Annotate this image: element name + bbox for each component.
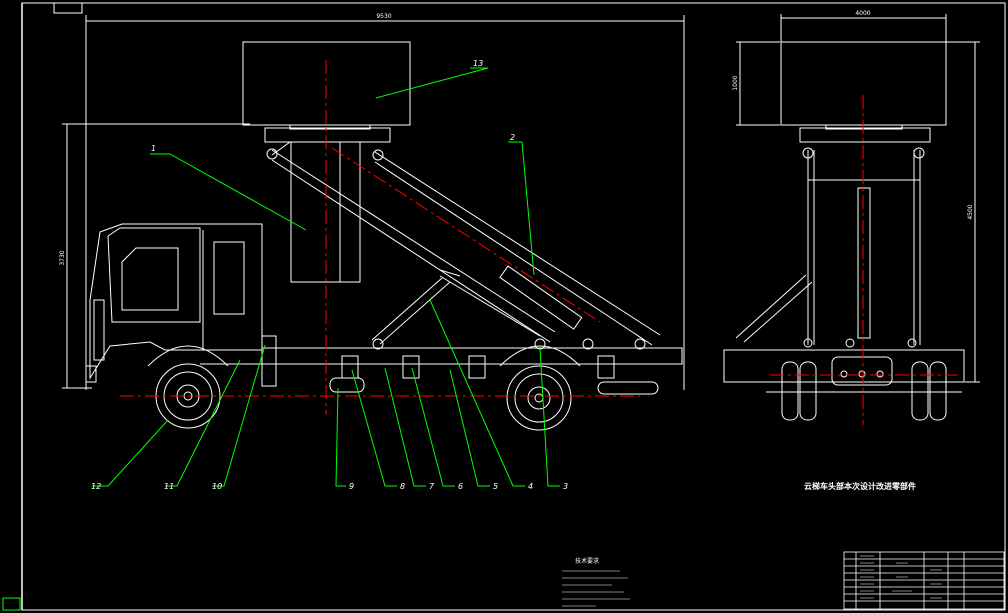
callout-label-5: 5 bbox=[493, 482, 498, 491]
end-centerlines bbox=[770, 95, 958, 425]
end-center-cylinder bbox=[857, 187, 871, 339]
lift-cylinder-1 bbox=[371, 277, 443, 341]
callout-labels: 1 2 3 4 5 6 7 8 9 10 11 12 13 bbox=[91, 59, 568, 491]
platform-mount bbox=[289, 124, 371, 130]
drawing-title: 云梯车头部本次设计改进零部件 bbox=[804, 481, 916, 491]
lift-cylinder-1-side bbox=[379, 281, 451, 345]
boom-arm-upper bbox=[271, 149, 556, 333]
outrigger-3 bbox=[468, 355, 486, 379]
leader-3 bbox=[539, 347, 560, 487]
leader-11 bbox=[165, 359, 241, 487]
end-pivot-base-right bbox=[907, 338, 917, 348]
support-strut bbox=[439, 275, 541, 337]
hydraulic-pump bbox=[329, 377, 365, 393]
end-outrigger-brace-1 bbox=[735, 274, 807, 339]
side-view bbox=[62, 15, 685, 431]
pivot-rear-top bbox=[372, 149, 384, 161]
technical-requirements: 技术要求 bbox=[562, 557, 630, 607]
leader-9 bbox=[335, 387, 346, 487]
end-chassis-frame bbox=[723, 349, 965, 383]
pivot-boom-base-3 bbox=[634, 338, 646, 350]
end-platform-mount bbox=[825, 124, 903, 130]
truck-cab bbox=[89, 223, 263, 380]
width-dimension-text: 4000 bbox=[855, 10, 870, 17]
edge-stamp bbox=[2, 597, 21, 611]
pivot-boom-base-2 bbox=[582, 338, 594, 350]
end-bolt-2 bbox=[858, 370, 866, 378]
corner-tag bbox=[53, 2, 83, 14]
end-differential bbox=[831, 356, 893, 386]
leader-5 bbox=[449, 369, 490, 487]
boom-centerline bbox=[331, 147, 601, 323]
side-centerlines bbox=[120, 60, 640, 415]
cab-front-grille bbox=[93, 299, 105, 361]
pivot-cylinder-base bbox=[372, 338, 384, 350]
end-turntable bbox=[799, 127, 931, 143]
end-wheel-left bbox=[781, 361, 817, 421]
lift-cylinder-2 bbox=[499, 265, 583, 330]
end-pivot-right bbox=[913, 147, 925, 159]
box-height-dimension-text: 1000 bbox=[732, 75, 739, 90]
leader-13 bbox=[375, 67, 489, 99]
end-pivot-left bbox=[802, 147, 814, 159]
end-outrigger-brace-2 bbox=[743, 281, 813, 343]
boom-arm-rear-lower bbox=[374, 161, 653, 346]
boom-arm-lower bbox=[271, 159, 551, 343]
leader-1 bbox=[150, 153, 307, 231]
length-dimension-text: 9530 bbox=[376, 13, 391, 20]
callout-label-6: 6 bbox=[458, 482, 463, 491]
battery-box bbox=[261, 335, 277, 387]
callout-label-3: 3 bbox=[563, 482, 568, 491]
technical-requirements-text-lines bbox=[562, 570, 630, 607]
callout-label-12: 12 bbox=[91, 482, 101, 491]
cab-window-left bbox=[121, 247, 179, 311]
height-dimension-text: 3730 bbox=[59, 250, 66, 265]
fuel-tank bbox=[597, 381, 659, 395]
leader-7 bbox=[384, 367, 426, 487]
end-wheel-right bbox=[911, 361, 947, 421]
callout-label-4: 4 bbox=[528, 482, 533, 491]
callout-leaders bbox=[92, 67, 560, 487]
callout-label-2: 2 bbox=[510, 133, 515, 142]
end-bolt-1 bbox=[840, 370, 848, 378]
strut-head bbox=[439, 269, 461, 277]
callout-label-9: 9 bbox=[349, 482, 354, 491]
pivot-front-top bbox=[266, 148, 278, 160]
rear-fender bbox=[499, 345, 581, 367]
end-pivot-base-mid bbox=[845, 338, 855, 348]
callout-label-1: 1 bbox=[151, 144, 156, 153]
front-fender bbox=[147, 345, 229, 367]
callout-label-8: 8 bbox=[400, 482, 405, 491]
leader-4 bbox=[429, 299, 525, 487]
cab-side-panel bbox=[107, 227, 201, 323]
boom-arm-rear-upper bbox=[374, 151, 661, 336]
rear-wheel bbox=[506, 365, 572, 431]
front-bumper bbox=[85, 365, 97, 383]
outrigger-4 bbox=[597, 355, 615, 379]
leader-6 bbox=[411, 367, 455, 487]
total-height-dimension-text: 4500 bbox=[967, 204, 974, 219]
callout-label-10: 10 bbox=[212, 482, 222, 491]
parts-list-table bbox=[843, 551, 1005, 610]
outrigger-2 bbox=[402, 355, 420, 379]
leader-8 bbox=[351, 369, 397, 487]
end-pivot-base-left bbox=[803, 338, 813, 348]
technical-requirements-heading: 技术要求 bbox=[575, 557, 599, 565]
leader-12 bbox=[92, 419, 169, 487]
callout-label-13: 13 bbox=[473, 59, 483, 68]
cab-window-right bbox=[213, 241, 245, 315]
boom-link bbox=[271, 141, 291, 156]
end-bolt-3 bbox=[876, 370, 884, 378]
leader-2 bbox=[508, 141, 535, 276]
leader-10 bbox=[212, 344, 266, 487]
callout-label-7: 7 bbox=[429, 482, 435, 491]
callout-label-11: 11 bbox=[164, 482, 174, 491]
